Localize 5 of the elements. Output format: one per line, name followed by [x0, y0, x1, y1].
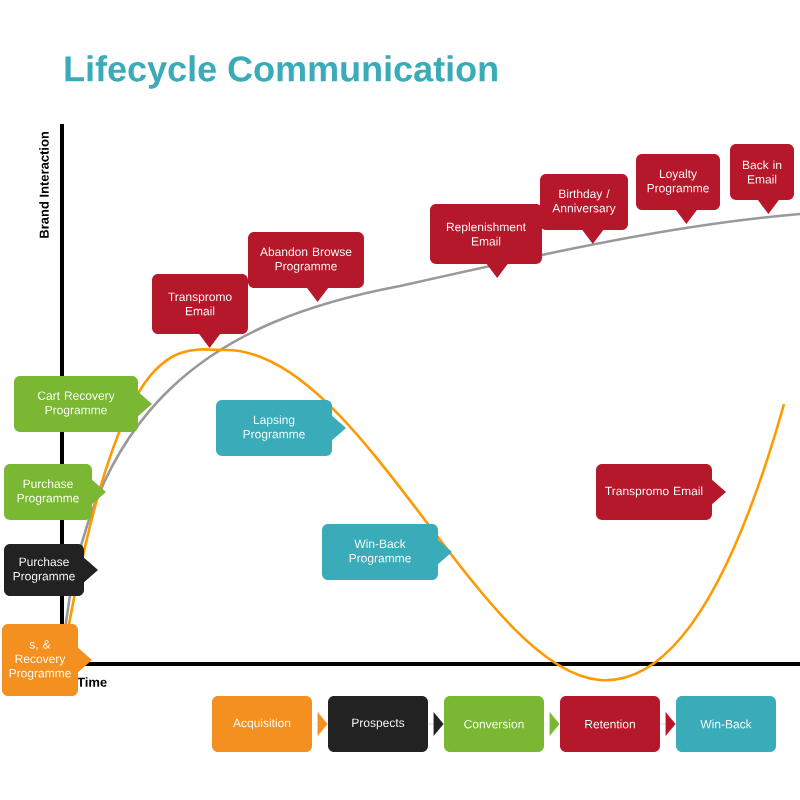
chevron-arrow — [544, 712, 560, 736]
chevron-arrow — [312, 712, 328, 736]
chevron-arrow — [428, 712, 444, 736]
title: Lifecycle Communication — [65, 55, 497, 89]
chevron-arrow — [660, 712, 676, 736]
